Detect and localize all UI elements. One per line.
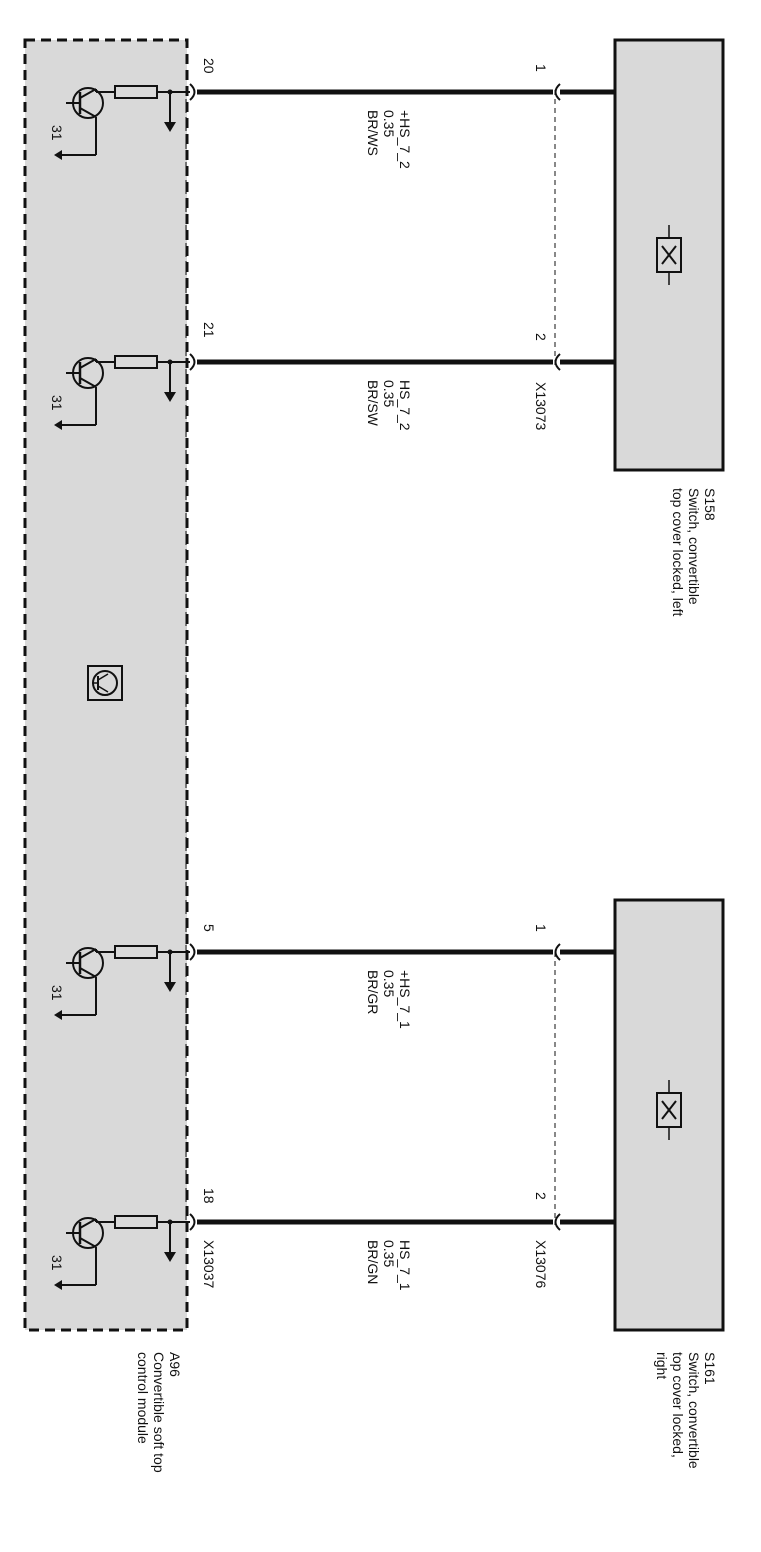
svg-text:0.35: 0.35 xyxy=(381,110,397,137)
svg-text:0.35: 0.35 xyxy=(381,1240,397,1267)
svg-text:S161: S161 xyxy=(702,1352,718,1385)
module-pin-number: 5 xyxy=(201,924,217,932)
ground-label: 31 xyxy=(49,985,65,1001)
wire-20 xyxy=(189,83,615,101)
svg-text:Switch, convertible: Switch, convertible xyxy=(686,1352,702,1469)
connector-label-x13073: X13073 xyxy=(533,382,549,430)
module-pin-number: 20 xyxy=(201,58,217,74)
switch-pin-number: 2 xyxy=(533,1192,549,1200)
svg-text:BR/SW: BR/SW xyxy=(365,380,381,427)
switch-pin-number: 1 xyxy=(533,924,549,932)
wire-18 xyxy=(189,1213,615,1231)
svg-text:HS_7_2: HS_7_2 xyxy=(397,380,413,431)
svg-text:right: right xyxy=(654,1352,670,1379)
s161-label: S161 Switch, convertible top cover locke… xyxy=(654,1352,718,1469)
svg-text:control module: control module xyxy=(135,1352,151,1444)
driver-circuit-pin-20 xyxy=(54,85,190,160)
wire-label-18: HS_7_1 0.35 BR/GN xyxy=(365,1240,413,1291)
module-pin-number: 18 xyxy=(201,1188,217,1204)
wire-label-5: +HS_7_1 0.35 BR/GR xyxy=(365,970,413,1029)
ground-label: 31 xyxy=(49,125,65,141)
switch-pin-number: 1 xyxy=(533,64,549,72)
svg-text:HS_7_1: HS_7_1 xyxy=(397,1240,413,1291)
svg-text:top cover locked, left: top cover locked, left xyxy=(670,488,686,617)
svg-text:+HS_7_1: +HS_7_1 xyxy=(397,970,413,1029)
svg-text:0.35: 0.35 xyxy=(381,970,397,997)
svg-text:top cover locked,: top cover locked, xyxy=(670,1352,686,1458)
svg-text:Switch, convertible: Switch, convertible xyxy=(686,488,702,605)
driver-circuit-pin-5 xyxy=(54,945,190,1020)
svg-text:+HS_7_2: +HS_7_2 xyxy=(397,110,413,169)
svg-text:BR/GN: BR/GN xyxy=(365,1240,381,1284)
connector-label-x13076: X13076 xyxy=(533,1240,549,1288)
svg-text:Convertible soft top: Convertible soft top xyxy=(151,1352,167,1473)
s158-switch-symbol-icon xyxy=(656,225,682,285)
ground-label: 31 xyxy=(49,1255,65,1271)
ground-label: 31 xyxy=(49,395,65,411)
svg-text:A96: A96 xyxy=(167,1352,183,1377)
wire-label-20: +HS_7_2 0.35 BR/WS xyxy=(365,110,413,169)
driver-circuit-pin-21 xyxy=(54,355,190,430)
wire-label-21: HS_7_2 0.35 BR/SW xyxy=(365,380,413,431)
module-pin-number: 21 xyxy=(201,322,217,338)
driver-circuit-pin-18 xyxy=(54,1215,190,1290)
wire-21 xyxy=(189,353,615,371)
a96-label: A96 Convertible soft top control module xyxy=(135,1352,183,1473)
s161-switch-symbol-icon xyxy=(656,1080,682,1140)
switch-pin-number: 2 xyxy=(533,333,549,341)
wire-5 xyxy=(189,943,615,961)
svg-text:0.35: 0.35 xyxy=(381,380,397,407)
svg-text:BR/WS: BR/WS xyxy=(365,110,381,156)
svg-text:S158: S158 xyxy=(702,488,718,521)
connector-label-x13037: X13037 xyxy=(201,1240,217,1288)
svg-text:BR/GR: BR/GR xyxy=(365,970,381,1014)
s158-label: S158 Switch, convertible top cover locke… xyxy=(670,488,718,617)
control-module-symbol-icon xyxy=(87,665,123,701)
